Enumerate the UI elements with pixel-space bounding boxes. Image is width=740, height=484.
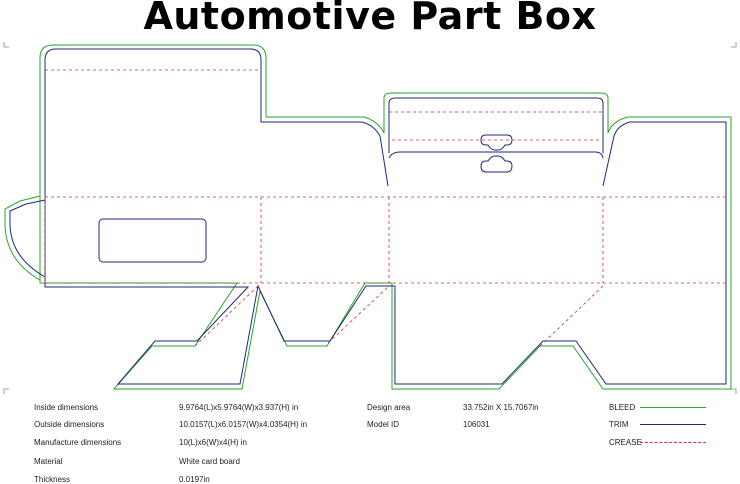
legend-trim-swatch	[640, 424, 706, 425]
diagram-title: Automotive Part Box	[143, 0, 597, 38]
spec-value-material: White card board	[179, 457, 240, 466]
spec-value-manufacture: 10(L)x6(W)x4(H) in	[179, 438, 248, 447]
bleed-outline	[4, 44, 732, 390]
crease-lines	[44, 69, 726, 347]
model-id-value: 106031	[463, 420, 490, 429]
design-area-value: 33.752in X 15.7067in	[463, 403, 539, 412]
registration-marks	[3, 42, 737, 394]
spec-label-manufacture: Manufacture dimensions	[34, 438, 122, 447]
spec-label-thickness: Thickness	[34, 475, 71, 484]
legend-crease-label: CREASE	[609, 438, 642, 447]
design-area-label: Design area	[367, 403, 411, 412]
spec-label-inside: Inside dimensions	[34, 403, 99, 412]
legend-bleed-label: BLEED	[609, 403, 636, 412]
legend-bleed-swatch	[640, 407, 706, 408]
trim-outline	[9, 48, 727, 385]
legend-trim-label: TRIM	[609, 420, 629, 429]
spec-value-outside: 10.0157(L)x6.0157(W)x4.0354(H) in	[179, 420, 308, 429]
spec-label-outside: Outside dimensions	[34, 420, 105, 429]
model-id-label: Model ID	[367, 420, 400, 429]
spec-value-inside: 9.9764(L)x5.9764(W)x3.937(H) in	[179, 403, 299, 412]
legend-crease-swatch	[640, 442, 706, 443]
spec-label-material: Material	[34, 457, 63, 466]
spec-value-thickness: 0.0197in	[179, 475, 210, 484]
